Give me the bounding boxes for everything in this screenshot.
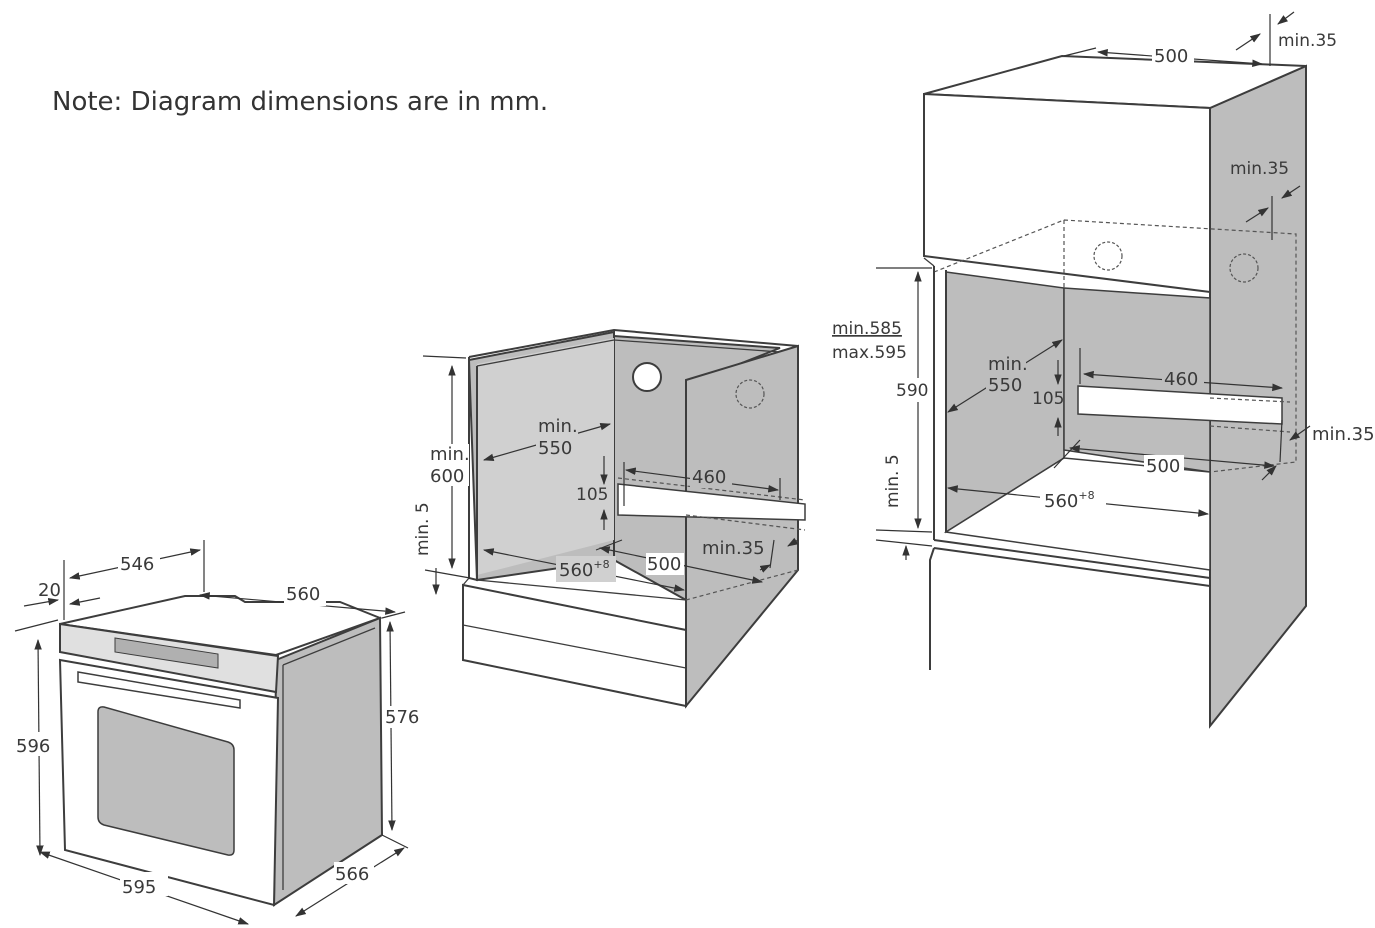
tall-range-max-label: max.595 [832,343,907,363]
tall-rear-gap-label: min.35 [1230,159,1289,179]
uc-min-depth-label: 550 [538,438,572,459]
cabinet-vent-slot [617,483,806,521]
oven-front-panel-label: 20 [38,580,61,601]
tall-back-width-label: 500 [1146,456,1180,477]
under-counter-cabinet: min. 600 min. 5 min. 550 105 460 560+8 5… [413,328,806,709]
oven-side [272,616,384,907]
tall-height-label: 590 [896,381,928,401]
tall-range-min-label: min.585 [832,319,902,339]
oven-width-label: 595 [122,877,156,898]
tall-min-depth-label: 550 [988,375,1022,396]
back-vent-hole [632,362,662,392]
uc-back-gap-width-label: 500 [647,554,681,575]
tall-floor-gap-label: min. 5 [883,454,903,508]
svg-text:560+8: 560+8 [1044,489,1095,512]
tall-top-gap-label: min.35 [1278,31,1337,51]
oven-body-height-label: 576 [385,707,419,728]
tall-top-width-label: 500 [1154,46,1188,67]
tall-unit-cabinet: 500 min.35 min.35 min.585 max.595 590 mi… [832,11,1375,729]
tall-depth-min-label: min. [988,354,1028,375]
uc-vent-width-label: 460 [692,467,726,488]
uc-back-gap-label: min.35 [702,538,765,559]
uc-opening-tolerance-label: +8 [593,558,609,571]
tall-vent-width-label: 460 [1164,369,1198,390]
oven-display [114,637,219,669]
tall-opening-width-label: 560 [1044,491,1078,512]
oven-handle [77,671,241,709]
note-text: Note: Diagram dimensions are in mm. [52,87,548,117]
tall-top-front [923,92,1211,294]
uc-vent-height-label: 105 [576,485,608,505]
oven-height-label: 596 [16,736,50,757]
uc-min-height-label: 600 [430,466,464,487]
uc-floor-gap-label: min. 5 [413,502,433,556]
cabinet-plinth [462,583,687,708]
tall-side-gap-label: min.35 [1312,424,1375,445]
oven-window [97,706,235,856]
cabinet-right-side [685,344,799,709]
oven-drawing: 595 596 576 566 546 20 560 [14,540,424,925]
uc-min-label: min. [430,444,470,465]
oven-depth-total-label: 566 [335,864,369,885]
tall-opening-tolerance-label: +8 [1078,489,1094,502]
oven-body-depth-label: 546 [120,554,154,575]
oven-body-width-label: 560 [286,584,320,605]
uc-depth-min-label: min. [538,416,578,437]
tall-vent-height-label: 105 [1032,389,1064,409]
uc-opening-width-label: 560 [559,560,593,581]
